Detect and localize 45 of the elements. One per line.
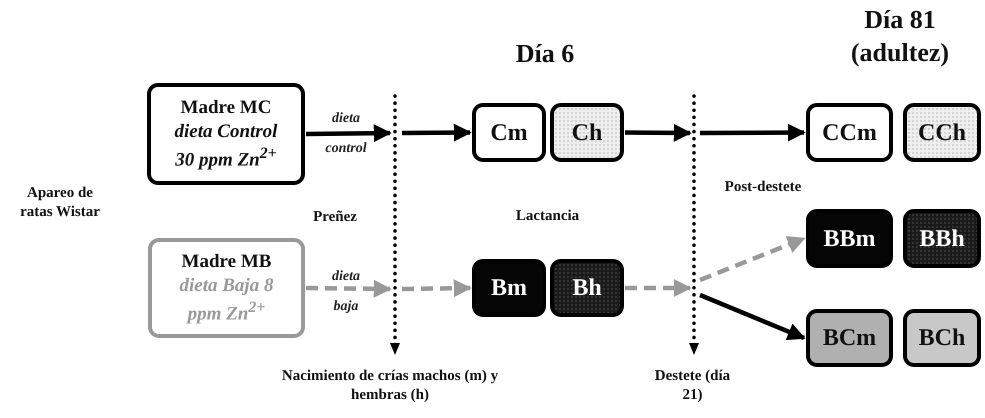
arrow (699, 292, 806, 340)
group-box (903, 103, 981, 162)
group-code: BCh (918, 324, 966, 353)
group-code: CCm (822, 118, 877, 148)
arrow (306, 280, 392, 298)
group-box (148, 238, 305, 338)
group-box (550, 259, 624, 317)
stage-label: Apareo de ratas Wistar (19, 184, 101, 222)
edge-label: dieta control (324, 110, 368, 158)
group-box (903, 309, 981, 367)
arrow (700, 124, 806, 142)
period-label: Lactancia (514, 207, 580, 226)
box-title: Madre MB (182, 250, 272, 274)
group-box (903, 209, 981, 268)
arrow (625, 279, 692, 297)
group-box (472, 259, 546, 317)
diet-description: dieta Baja 8 ppm Zn$^{2+}$ (178, 274, 274, 326)
event-label: Nacimiento de crías machos (m) y hembras (h) (280, 367, 500, 404)
group-code: Bh (572, 274, 602, 303)
arrow (402, 279, 472, 298)
stage-heading: Día 6 (514, 38, 576, 70)
group-box (806, 309, 893, 367)
group-code: BCm (822, 324, 876, 353)
group-box (806, 209, 893, 268)
group-box (147, 83, 305, 185)
group-code: Cm (490, 118, 528, 148)
arrow (699, 236, 806, 282)
event-label: Destete (día 21) (654, 367, 732, 404)
group-box (806, 103, 893, 162)
arrow (402, 124, 472, 142)
group-code: Ch (572, 118, 602, 148)
stage-heading: Día 81 (adultez) (850, 4, 950, 68)
box-title: Madre MC (180, 96, 272, 120)
group-code: BBh (919, 224, 965, 254)
arrow (624, 124, 692, 142)
diet-description: dieta Control 30 ppm Zn$^{2+}$ (174, 120, 278, 172)
arrow (306, 124, 392, 142)
edge-label: dieta baja (331, 268, 361, 316)
group-code: BBm (823, 224, 876, 254)
group-code: Bm (491, 274, 527, 303)
period-label: Post-destete (724, 178, 802, 197)
period-label: Preñez (312, 208, 358, 227)
group-box (550, 103, 624, 162)
group-code: CCh (918, 118, 966, 148)
group-box (472, 103, 546, 162)
